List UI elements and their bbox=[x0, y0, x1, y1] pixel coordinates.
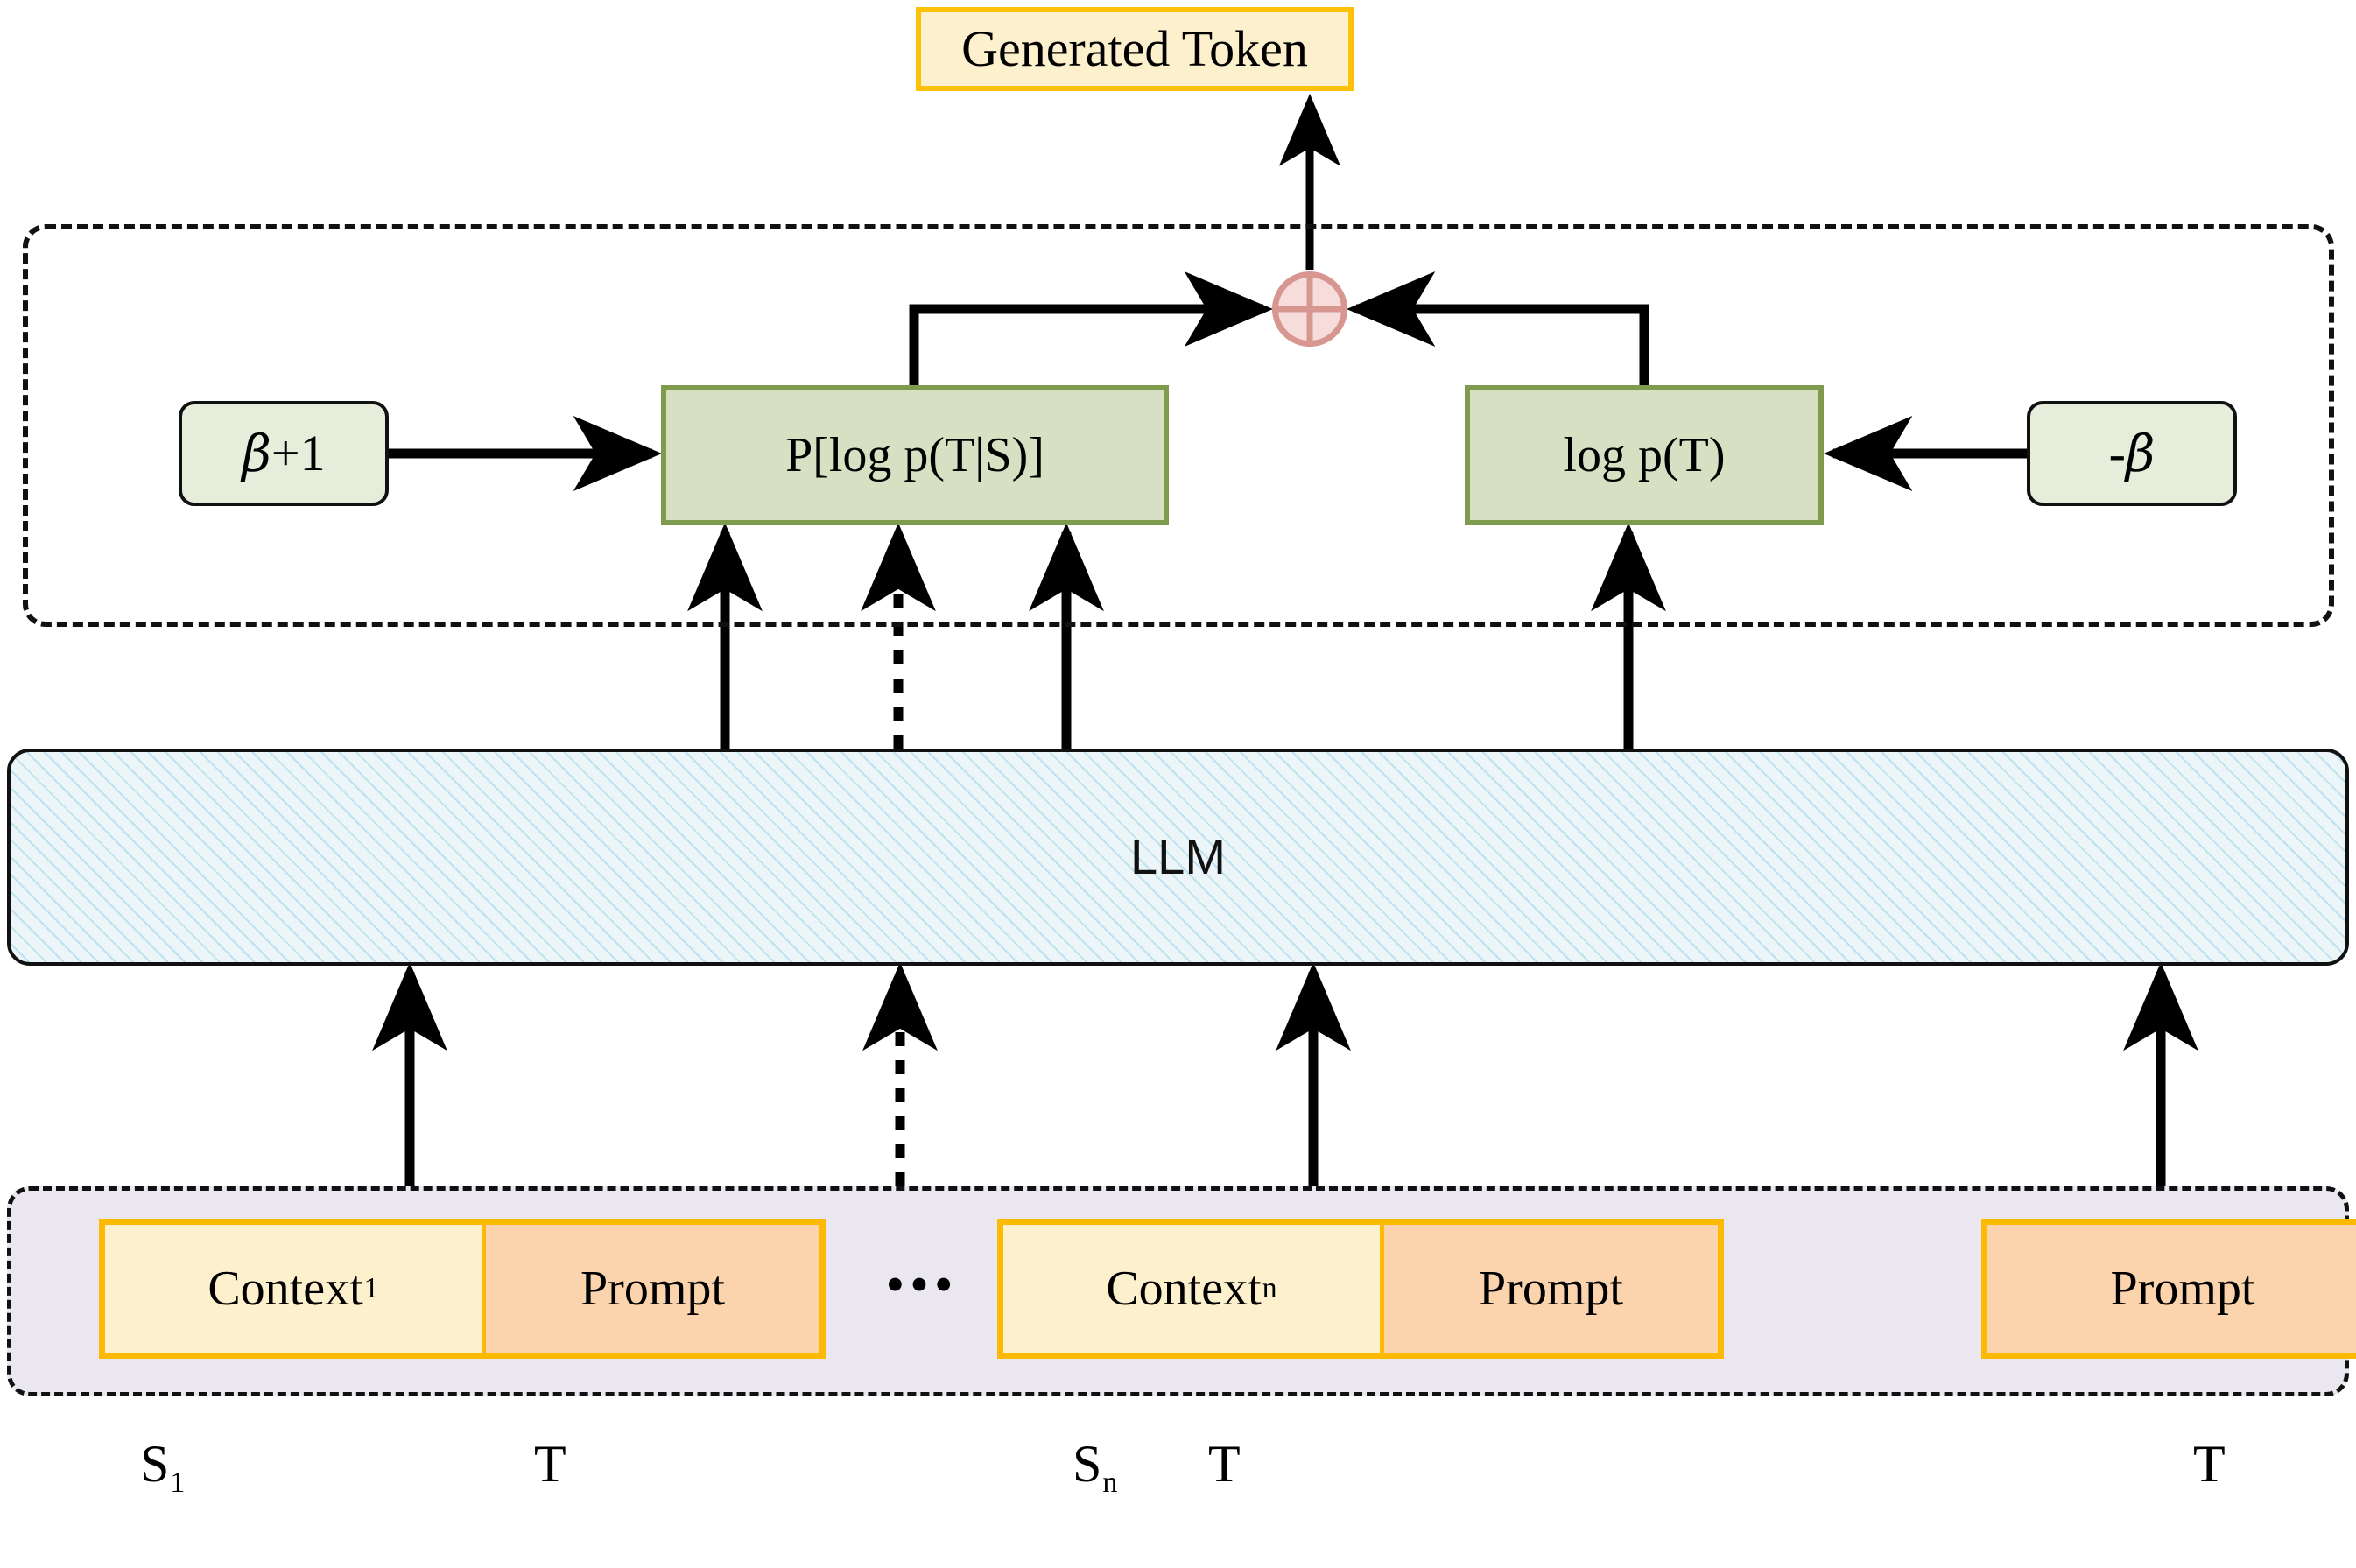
beta-plus-one-suffix: +1 bbox=[271, 425, 326, 482]
label-s1-base: S bbox=[140, 1435, 170, 1493]
plus-vertical-stroke bbox=[1306, 271, 1313, 347]
prompt-n-cell: Prompt bbox=[1380, 1225, 1718, 1353]
sequence-prompt-only: Prompt bbox=[1981, 1219, 2356, 1359]
prompt-only-cell: Prompt bbox=[1987, 1225, 2356, 1353]
prompt-only-label: Prompt bbox=[2110, 1262, 2255, 1316]
label-t2: T bbox=[1208, 1434, 1241, 1494]
llm-label: LLM bbox=[1130, 829, 1226, 884]
plus-operator-icon bbox=[1272, 271, 1347, 347]
context-1-subscript: 1 bbox=[363, 1272, 379, 1304]
scoring-region-dashed-container bbox=[23, 224, 2334, 627]
coefficient-box-negative-beta: -β bbox=[2027, 401, 2237, 506]
label-s1: S1 bbox=[140, 1434, 185, 1500]
score-box-p-log-p-t-given-s: P[log p(T|S)] bbox=[661, 385, 1169, 525]
prompt-1-label: Prompt bbox=[580, 1262, 725, 1316]
label-t1-base: T bbox=[534, 1435, 566, 1493]
label-t3: T bbox=[2193, 1434, 2226, 1494]
beta-symbol-negative: β bbox=[2125, 424, 2156, 483]
prompt-1-cell: Prompt bbox=[482, 1225, 819, 1353]
label-t1: T bbox=[534, 1434, 566, 1494]
label-t2-base: T bbox=[1208, 1435, 1241, 1493]
negative-beta-prefix: - bbox=[2108, 425, 2126, 482]
generated-token-box: Generated Token bbox=[916, 7, 1354, 91]
context-n-subscript: n bbox=[1262, 1272, 1277, 1304]
generated-token-label: Generated Token bbox=[961, 20, 1308, 77]
beta-symbol-positive: β bbox=[242, 424, 271, 483]
sequence-ellipsis: ••• bbox=[869, 1255, 974, 1315]
label-sn: Sn bbox=[1073, 1434, 1117, 1500]
coefficient-box-beta-plus-one: β+1 bbox=[179, 401, 389, 506]
label-sn-base: S bbox=[1073, 1435, 1102, 1493]
score-box-log-p-t: log p(T) bbox=[1465, 385, 1824, 525]
score-box-label-marginal: log p(T) bbox=[1563, 428, 1726, 482]
label-sn-subscript: n bbox=[1102, 1466, 1118, 1499]
ellipsis-glyph: ••• bbox=[885, 1255, 959, 1315]
label-t3-base: T bbox=[2193, 1435, 2226, 1493]
llm-block: LLM bbox=[7, 749, 2349, 966]
score-box-label-conditional: P[log p(T|S)] bbox=[785, 428, 1044, 482]
context-1-label: Context bbox=[207, 1262, 363, 1316]
context-n-label: Context bbox=[1106, 1262, 1262, 1316]
prompt-n-label: Prompt bbox=[1479, 1262, 1623, 1316]
label-s1-subscript: 1 bbox=[170, 1466, 186, 1499]
